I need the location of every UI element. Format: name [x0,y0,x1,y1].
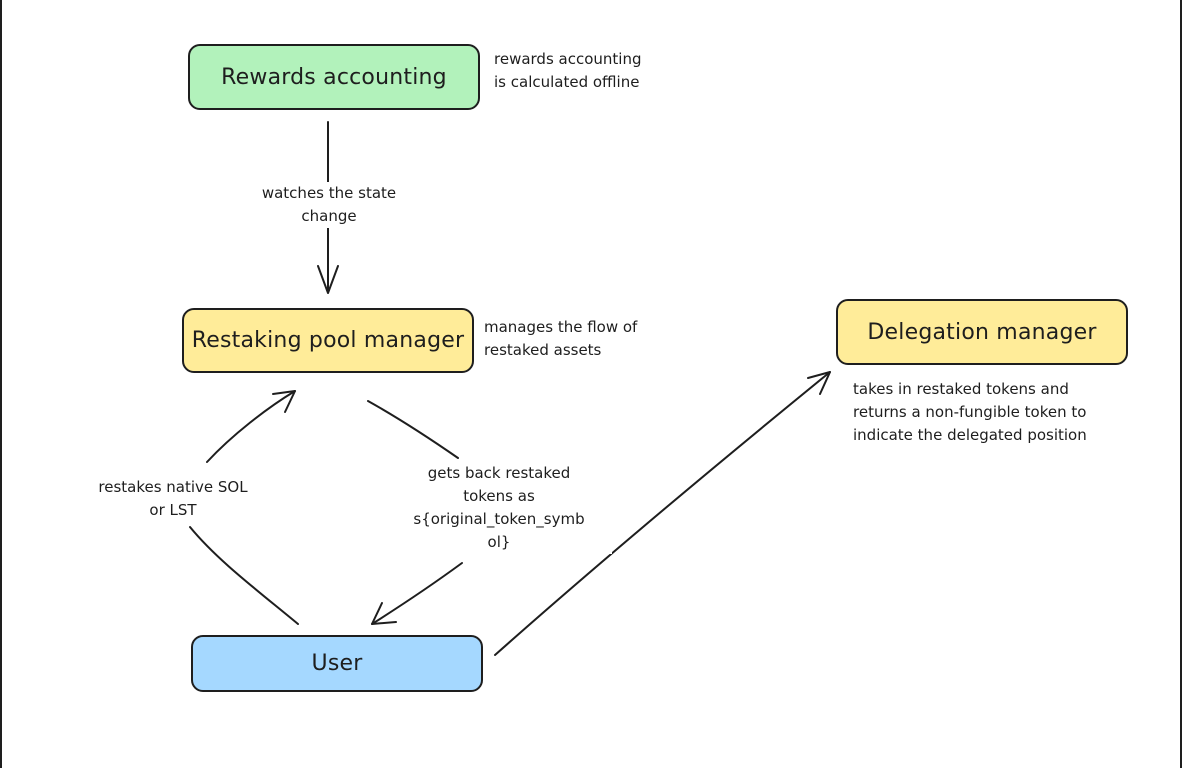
restaking-note: manages the flow of restaked assets [484,316,637,362]
user-node: User [191,635,483,692]
rewards-note-line: is calculated offline [494,73,640,91]
edge-label-line: ol} [487,533,511,551]
delegation-note-line: takes in restaked tokens and [853,380,1069,398]
rewards-note-line: rewards accounting [494,50,642,68]
delegation-note-line: returns a non-fungible token to [853,403,1087,421]
restaking-pool-manager-node: Restaking pool manager [182,308,474,373]
gets-back-restaked-tokens-label: gets back restaked tokens as s{original_… [386,462,612,554]
delegation-manager-node: Delegation manager [836,299,1128,365]
edge-delegation-arrow [494,371,831,656]
edge-restakes-arrow [189,390,299,625]
delegation-note-line: indicate the delegated position [853,426,1087,444]
edge-gets-back-arrow [367,400,463,625]
restaking-note-line: manages the flow of [484,318,638,336]
edge-label-line: s{original_token_symb [413,510,585,528]
edge-label-line: restakes native SOL [98,478,248,496]
edge-label-line: watches the state [261,184,397,202]
user-label: User [311,651,363,676]
delegation-manager-label: Delegation manager [867,319,1097,345]
restaking-note-line: restaked assets [484,341,602,359]
restakes-native-sol-label: restakes native SOL or LST [62,476,284,522]
delegation-note: takes in restaked tokens and returns a n… [853,378,1087,447]
edge-label-line: change [301,207,357,225]
rewards-accounting-node: Rewards accounting [188,44,480,110]
rewards-accounting-label: Rewards accounting [221,64,447,90]
edge-label-line: or LST [149,501,197,519]
rewards-note: rewards accounting is calculated offline [494,48,642,94]
edge-label-line: tokens as [463,487,535,505]
watches-state-change-label: watches the state change [224,182,434,228]
restaking-pool-manager-label: Restaking pool manager [191,328,465,353]
edge-label-line: gets back restaked [427,464,571,482]
